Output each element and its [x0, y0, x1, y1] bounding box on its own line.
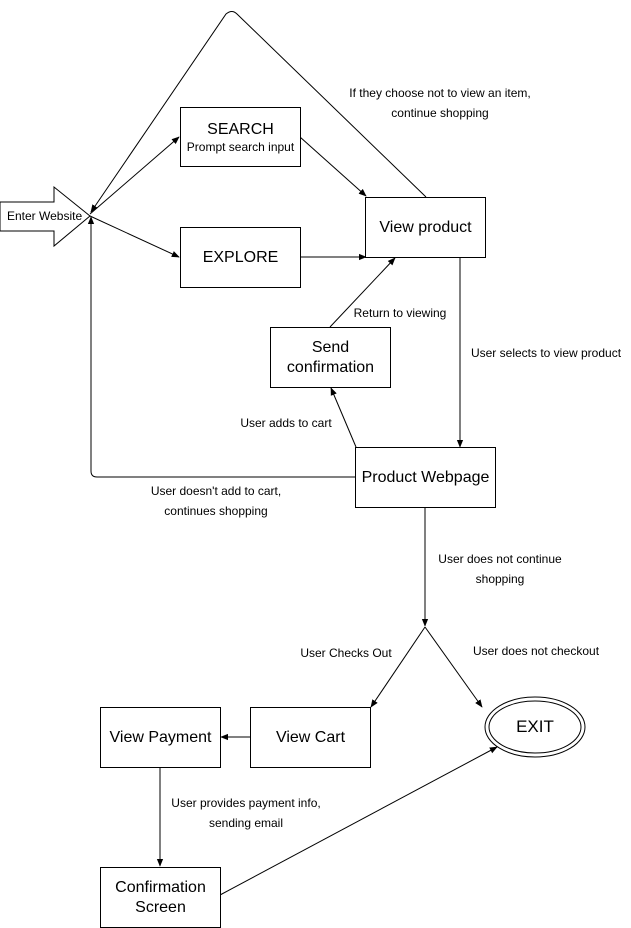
view-payment-node[interactable]: View Payment: [100, 707, 221, 768]
send-confirmation-line2: confirmation: [286, 358, 375, 376]
search-node-subtitle: Prompt search input: [186, 140, 295, 154]
send-confirmation-node[interactable]: Send confirmation: [270, 327, 391, 388]
edge-label-not-checkout: User does not checkout: [472, 644, 600, 658]
edge-enter-to-search: [89, 136, 180, 215]
edge-label-not-view-item: If they choose not to view an item, cont…: [349, 86, 531, 120]
view-payment-node-title: View Payment: [109, 728, 212, 746]
confirmation-screen-line1: Confirmation: [115, 878, 206, 896]
explore-node-title: EXPLORE: [202, 248, 279, 266]
view-product-node[interactable]: View product: [365, 197, 486, 258]
product-webpage-node[interactable]: Product Webpage: [355, 447, 496, 508]
confirmation-screen-line2: Screen: [135, 898, 186, 916]
edge-confirmation-screen-to-exit: [219, 746, 498, 896]
exit-inner-ellipse: [488, 700, 582, 754]
enter-website-arrow-shape: [0, 185, 91, 248]
edge-label-doesnt-add: User doesn't add to cart, continues shop…: [150, 484, 282, 518]
edge-label-payment-info: User provides payment info, sending emai…: [171, 796, 321, 830]
edge-decision-to-view-cart: [370, 626, 426, 708]
edge-label-selects-to-view: User selects to view product: [470, 346, 622, 360]
edge-label-adds-to-cart: User adds to cart: [240, 416, 332, 430]
edge-view-product-back-to-entry: [90, 11, 427, 213]
edge-search-to-view-product: [299, 136, 367, 197]
edge-label-return-to-viewing: Return to viewing: [353, 306, 447, 320]
view-cart-node-title: View Cart: [275, 728, 346, 746]
edge-enter-to-explore: [89, 215, 180, 258]
confirmation-screen-node[interactable]: Confirmation Screen: [100, 867, 221, 928]
search-node[interactable]: SEARCH Prompt search input: [180, 107, 301, 167]
view-product-node-title: View product: [379, 218, 472, 236]
explore-node[interactable]: EXPLORE: [180, 227, 301, 288]
edge-label-checks-out: User Checks Out: [300, 646, 392, 660]
edge-send-confirmation-to-view-product: [329, 257, 396, 328]
exit-node-label[interactable]: EXIT: [516, 717, 554, 736]
view-cart-node[interactable]: View Cart: [250, 707, 371, 768]
search-node-title: SEARCH: [207, 121, 274, 138]
send-confirmation-line1: Send: [311, 338, 350, 356]
edge-label-not-continue: User does not continue shopping: [438, 552, 562, 586]
product-webpage-node-title: Product Webpage: [361, 468, 490, 486]
enter-website-label: Enter Website: [7, 209, 83, 223]
edge-product-webpage-to-send-confirmation: [330, 387, 357, 448]
edge-decision-to-exit: [424, 626, 483, 708]
edge-product-webpage-back-to-entry: [87, 216, 356, 478]
